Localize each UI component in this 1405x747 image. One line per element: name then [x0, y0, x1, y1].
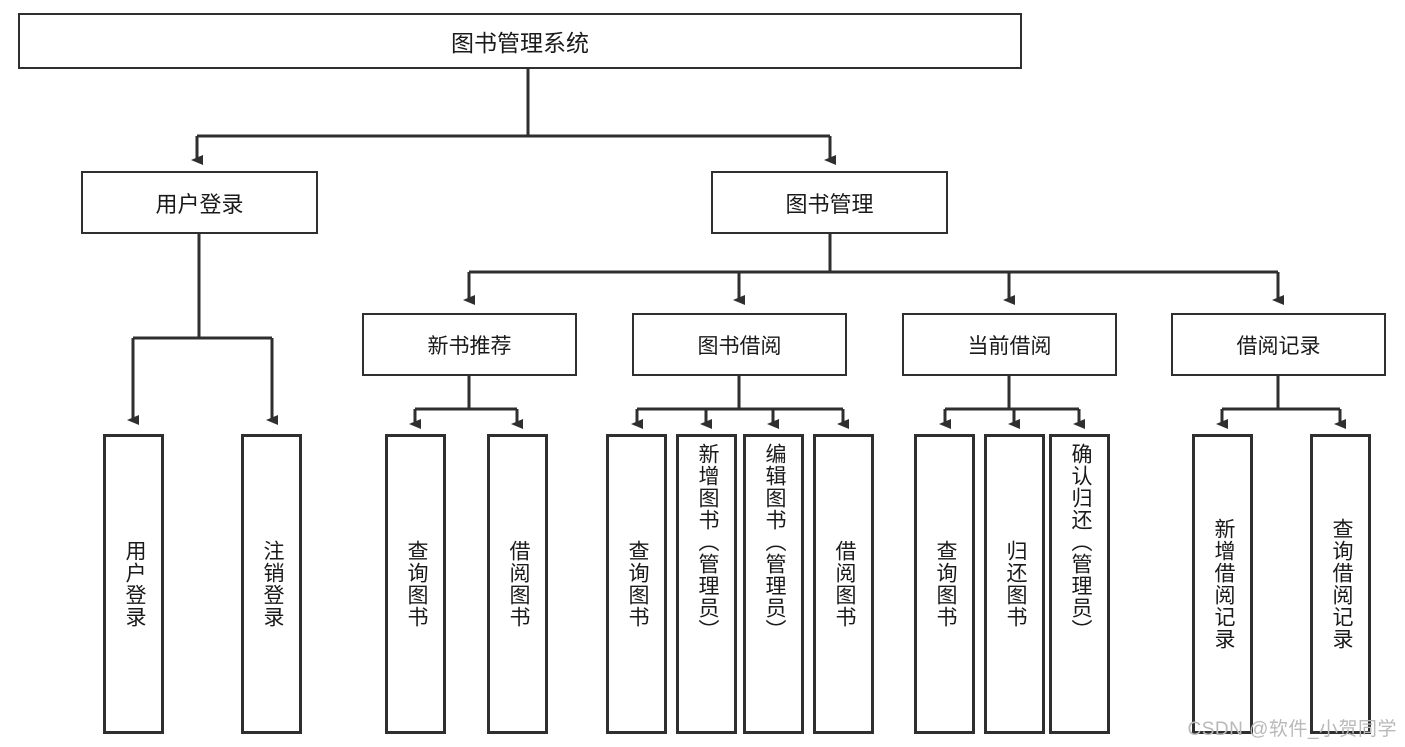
leaf-borrow-add-book-admin[interactable]: 新增图书（管理员）	[676, 434, 737, 734]
node-root-label: 图书管理系统	[451, 30, 589, 56]
node-new-book-recommend-label: 新书推荐	[427, 334, 512, 358]
leaf-label: 查询图书	[933, 540, 957, 628]
leaf-inner: 归还图书	[987, 437, 1042, 731]
leaf-inner: 注销登录	[244, 437, 299, 731]
leaf-label: 新增图书（管理员）	[695, 443, 719, 641]
node-current-borrow-label: 当前借阅	[967, 334, 1052, 358]
leaf-inner: 新增借阅记录	[1195, 437, 1250, 731]
leaf-inner: 用户登录	[106, 437, 161, 731]
node-book-borrow-label: 图书借阅	[697, 334, 782, 358]
node-book-management-label: 图书管理	[785, 191, 874, 217]
leaf-borrow-edit-book-admin[interactable]: 编辑图书（管理员）	[743, 434, 804, 734]
node-user-login-label: 用户登录	[155, 191, 244, 217]
node-user-login[interactable]: 用户登录	[81, 171, 318, 234]
leaf-current-return-book[interactable]: 归还图书	[984, 434, 1045, 734]
leaf-new-book-borrow[interactable]: 借阅图书	[487, 434, 548, 734]
node-root[interactable]: 图书管理系统	[18, 13, 1022, 69]
leaf-user-login-signin[interactable]: 用户登录	[103, 434, 164, 734]
leaf-label: 查询图书	[625, 540, 649, 628]
leaf-label: 用户登录	[122, 540, 146, 628]
leaf-label: 归还图书	[1003, 540, 1027, 628]
leaf-label: 查询图书	[404, 540, 428, 628]
leaf-label: 确认归还（管理员）	[1068, 443, 1092, 641]
leaf-current-confirm-return-admin[interactable]: 确认归还（管理员）	[1049, 434, 1110, 734]
leaf-inner: 确认归还（管理员）	[1052, 437, 1107, 731]
leaf-record-query[interactable]: 查询借阅记录	[1310, 434, 1371, 734]
leaf-label: 查询借阅记录	[1329, 518, 1353, 650]
leaf-inner: 查询图书	[388, 437, 443, 731]
leaf-borrow-borrow-book[interactable]: 借阅图书	[813, 434, 874, 734]
leaf-inner: 查询借阅记录	[1313, 437, 1368, 731]
node-current-borrow[interactable]: 当前借阅	[902, 313, 1117, 376]
node-new-book-recommend[interactable]: 新书推荐	[362, 313, 577, 376]
node-book-management[interactable]: 图书管理	[711, 171, 948, 234]
leaf-label: 编辑图书（管理员）	[762, 443, 786, 641]
node-book-borrow[interactable]: 图书借阅	[632, 313, 847, 376]
leaf-inner: 编辑图书（管理员）	[746, 437, 801, 731]
leaf-inner: 查询图书	[609, 437, 664, 731]
leaf-new-book-query[interactable]: 查询图书	[385, 434, 446, 734]
leaf-inner: 新增图书（管理员）	[679, 437, 734, 731]
leaf-inner: 借阅图书	[816, 437, 871, 731]
leaf-record-add[interactable]: 新增借阅记录	[1192, 434, 1253, 734]
node-borrow-record-label: 借阅记录	[1236, 334, 1321, 358]
node-borrow-record[interactable]: 借阅记录	[1171, 313, 1386, 376]
leaf-inner: 查询图书	[917, 437, 972, 731]
leaf-borrow-query-book[interactable]: 查询图书	[606, 434, 667, 734]
leaf-inner: 借阅图书	[490, 437, 545, 731]
leaf-label: 注销登录	[260, 540, 284, 628]
leaf-current-query-book[interactable]: 查询图书	[914, 434, 975, 734]
leaf-label: 新增借阅记录	[1211, 518, 1235, 650]
leaf-label: 借阅图书	[832, 540, 856, 628]
leaf-label: 借阅图书	[506, 540, 530, 628]
leaf-user-login-signout[interactable]: 注销登录	[241, 434, 302, 734]
watermark: CSDN @软件_小贺同学	[1187, 719, 1397, 740]
